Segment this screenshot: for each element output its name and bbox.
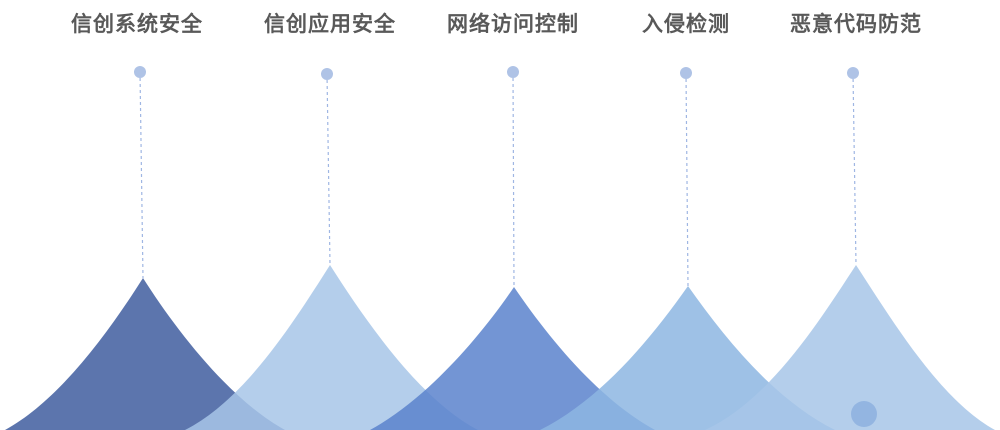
dot-4 [847,67,859,79]
label-0: 信创系统安全 [71,12,203,36]
dot-2 [507,66,519,78]
peak-0 [5,278,285,430]
dots [134,66,859,80]
peak-2 [370,287,655,430]
label-3: 入侵检测 [642,12,730,36]
label-2: 网络访问控制 [447,12,579,36]
connector-0 [139,71,144,279]
dot-0 [134,66,146,78]
dot-3 [680,67,692,79]
label-1: 信创应用安全 [264,12,396,36]
peak-4 [705,265,995,430]
peaks [5,265,995,430]
connector-4 [852,72,857,266]
label-4: 恶意代码防范 [790,12,922,36]
connectors [139,71,857,288]
dot-1 [321,68,333,80]
connector-3 [685,72,689,287]
connector-1 [326,73,331,266]
peak-1 [185,265,478,430]
accent-circle [851,401,877,427]
connector-2 [512,71,515,288]
